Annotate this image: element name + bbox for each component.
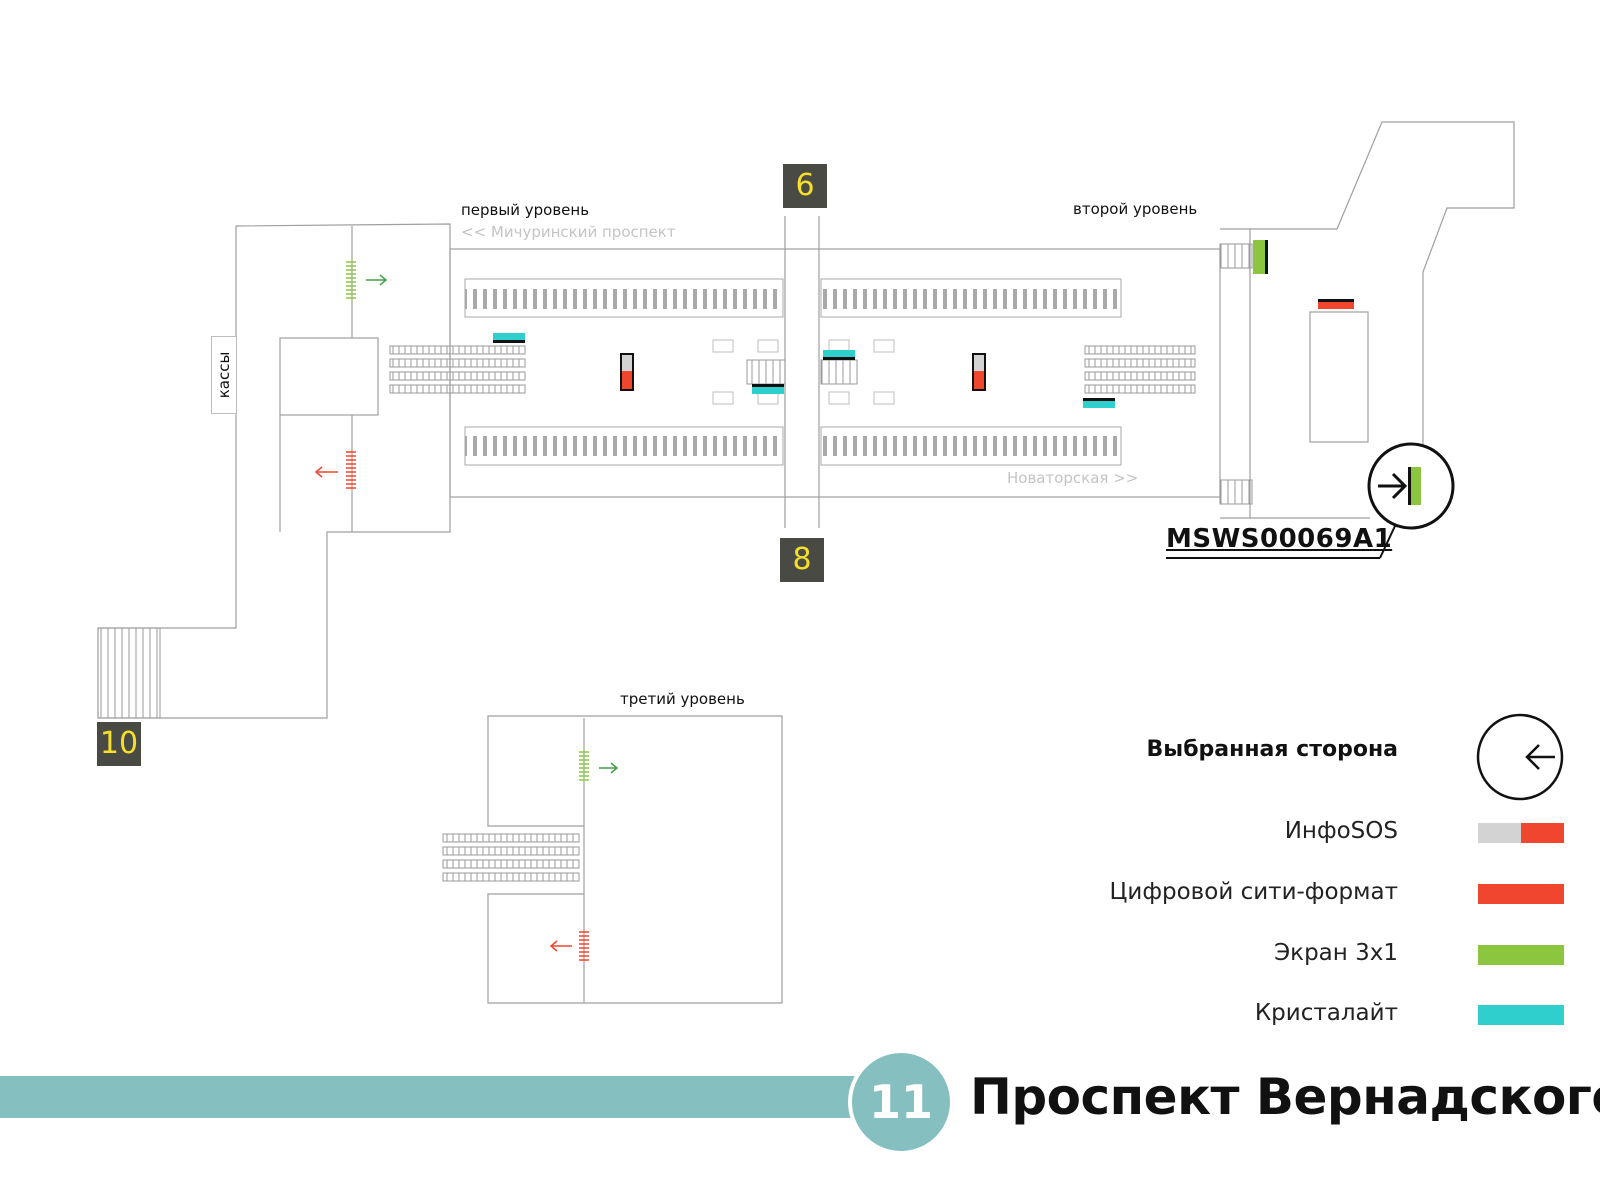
exit-6-badge: 6 bbox=[783, 164, 827, 208]
legend-title: Выбранная сторона bbox=[1146, 737, 1398, 762]
ticket-office: кассы bbox=[211, 336, 237, 414]
legend-label-city-format: Цифровой сити-формат bbox=[1109, 879, 1398, 905]
second-level-label: второй уровень bbox=[1073, 200, 1198, 218]
escalator-third-level bbox=[442, 833, 580, 882]
escalator-second-level bbox=[1084, 345, 1196, 394]
arrow-left-in-circle-icon bbox=[1476, 713, 1564, 801]
second-level-hall-outline bbox=[1220, 228, 1251, 519]
flow-arrow-green-1 bbox=[346, 261, 388, 299]
legend-swatch-kristalait bbox=[1478, 1005, 1564, 1025]
legend-label-screen-3x1: Экран 3x1 bbox=[1274, 940, 1398, 966]
first-level-label: первый уровень bbox=[461, 201, 590, 219]
exit-8-badge: 8 bbox=[780, 538, 824, 582]
stairs-platform-left bbox=[746, 359, 786, 385]
selected-location-marker bbox=[1166, 442, 1455, 559]
stairs-second-level-bottom bbox=[1219, 479, 1253, 505]
first-level-inner-box bbox=[279, 337, 379, 416]
legend-swatch-city-format bbox=[1478, 884, 1564, 904]
carrier-kristalait-3 bbox=[823, 350, 855, 360]
legend-label-infosos: ИнфоSOS bbox=[1284, 818, 1398, 844]
flow-arrow-red-1 bbox=[314, 451, 356, 489]
legend-swatch-screen-3x1 bbox=[1478, 945, 1564, 965]
legend-label-kristalait: Кристалайт bbox=[1254, 1000, 1398, 1026]
carrier-kristalait-2 bbox=[752, 384, 784, 394]
flow-arrow-green-3 bbox=[579, 751, 619, 781]
carrier-city-format bbox=[1318, 299, 1354, 309]
stairs-second-level-top bbox=[1219, 243, 1253, 269]
third-level-hall-outline bbox=[487, 715, 783, 1004]
stairs-exit-10 bbox=[97, 627, 161, 719]
direction-right-label: Новаторская >> bbox=[1007, 469, 1139, 487]
direction-left-label: << Мичуринский проспект bbox=[461, 223, 676, 241]
carrier-infosos-2 bbox=[972, 353, 986, 391]
carrier-kristalait-4 bbox=[1083, 398, 1115, 408]
exit-10-badge: 10 bbox=[97, 722, 141, 766]
escalator-first-level bbox=[389, 345, 526, 394]
second-level-inner-box bbox=[1309, 311, 1369, 443]
stairs-platform-right bbox=[820, 359, 858, 385]
carrier-kristalait-1 bbox=[493, 333, 525, 343]
carrier-screen-3x1 bbox=[1253, 240, 1268, 274]
metro-line-band bbox=[0, 1076, 860, 1118]
ticket-office-label: кассы bbox=[215, 351, 233, 399]
station-name: Проспект Вернадского bbox=[970, 1068, 1600, 1126]
metro-line-number: 11 bbox=[848, 1049, 954, 1155]
third-level-label: третий уровень bbox=[620, 690, 745, 708]
carrier-infosos-1 bbox=[620, 353, 634, 391]
legend-swatch-infosos bbox=[1478, 823, 1564, 843]
flow-arrow-red-3 bbox=[549, 931, 589, 961]
location-code: MSWS00069A1 bbox=[1166, 524, 1393, 554]
